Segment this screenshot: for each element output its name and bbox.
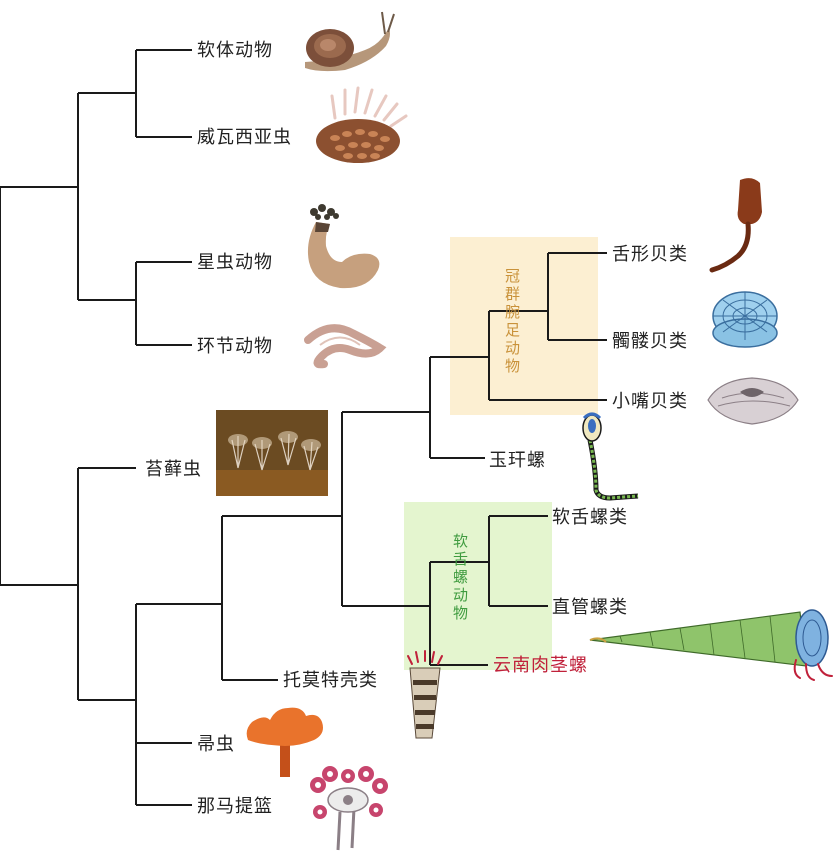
label-craniida: 髑髅贝类: [612, 331, 688, 352]
label-lingulida: 舌形贝类: [612, 244, 688, 265]
tree-branches: [0, 49, 607, 806]
label-annelida: 环节动物: [197, 336, 273, 357]
label-phoronida: 帚虫: [197, 734, 235, 755]
label-mollusca: 软体动物: [197, 40, 273, 61]
lingula-icon: [709, 178, 762, 273]
brachiopoda-group-box: [450, 237, 598, 415]
earthworm-icon: [304, 324, 387, 369]
label-bryozoa: 苔藓虫: [145, 459, 202, 480]
label-yuganlo: 玉玕螺: [489, 450, 546, 471]
rhynchonellid-icon: [707, 377, 799, 425]
crania-icon: [712, 291, 778, 348]
label-wiwaxia: 威瓦西亚虫: [197, 127, 292, 148]
snail-icon: [305, 11, 395, 72]
label-rhynchonellida: 小嘴贝类: [612, 391, 688, 412]
wiwaxia-icon: [316, 86, 408, 163]
namacalathus-icon: [310, 766, 388, 851]
label-orthothecida: 直管螺类: [552, 597, 628, 618]
sipunculid-icon: [307, 204, 380, 289]
hyolitha-group-box: [404, 502, 552, 670]
bryozoan-photo: [216, 410, 328, 496]
group-label-hyolitha: 软舌螺动物: [451, 533, 469, 623]
label-hyolithida: 软舌螺类: [552, 507, 628, 528]
hyolith-cone-icon: [589, 609, 833, 681]
label-yunnan-highlight: 云南肉茎螺: [493, 655, 588, 676]
label-tommotiida: 托莫特壳类: [283, 670, 378, 691]
yuganlo-icon: [582, 412, 639, 501]
phoronid-icon: [246, 707, 323, 777]
label-nemertea: 那马提篮: [197, 796, 273, 817]
group-label-brachiopoda: 冠群腕足动物: [503, 268, 521, 376]
label-sipuncula: 星虫动物: [197, 252, 273, 273]
tommotiid-icon: [407, 650, 443, 739]
